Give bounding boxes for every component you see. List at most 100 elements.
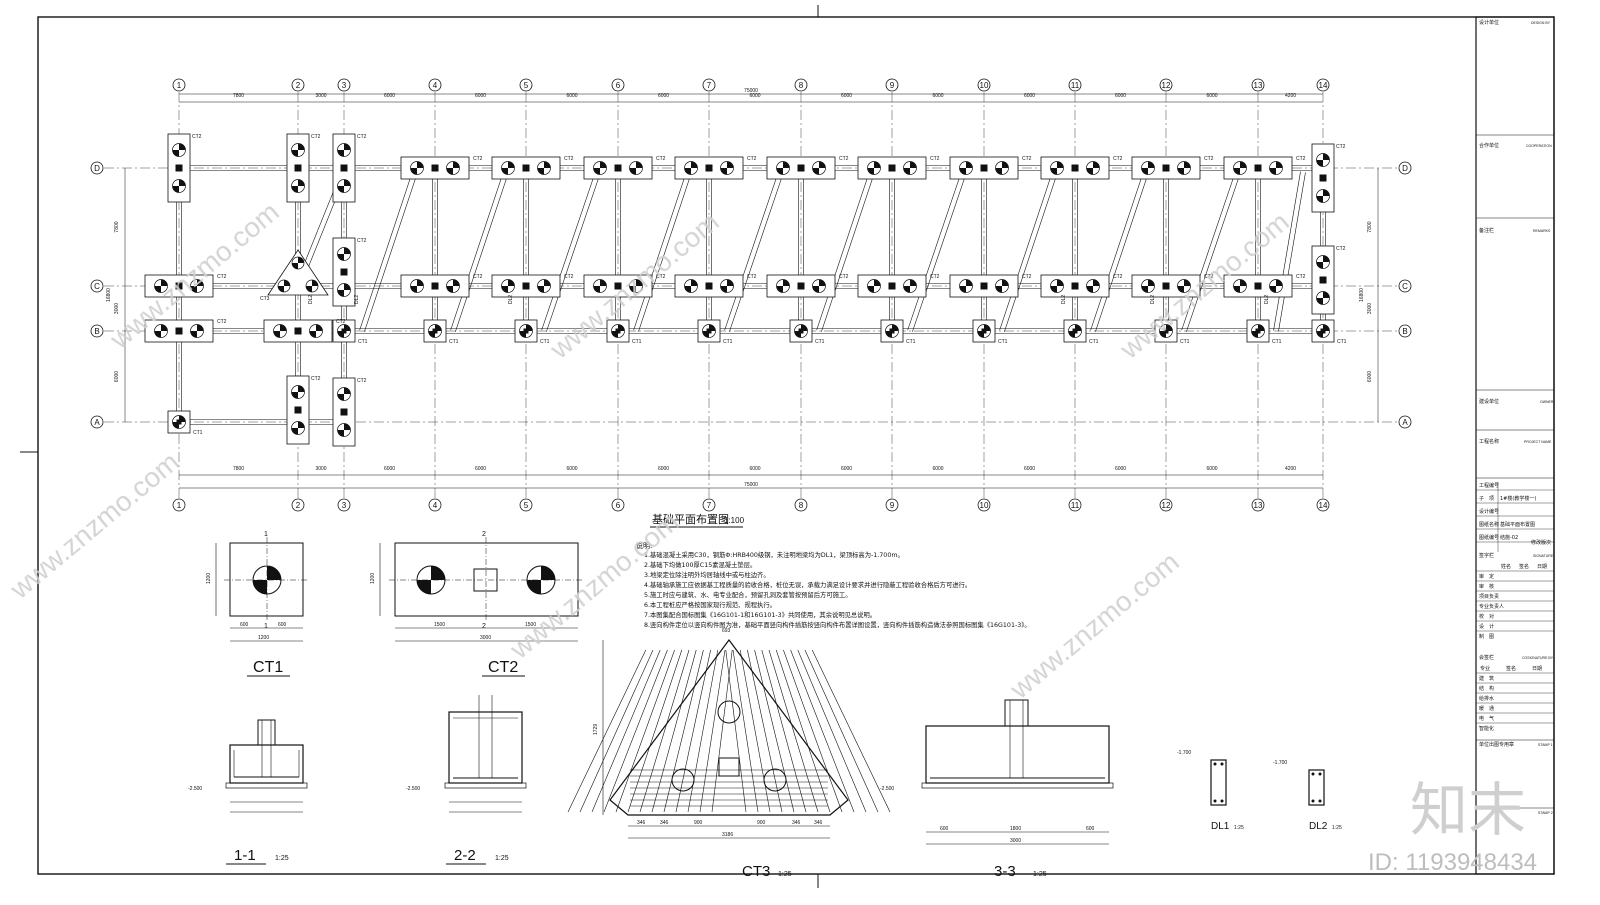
dl2-title: DL2 [1309,821,1328,832]
pile-quadrant [1148,279,1155,286]
tb-cosign-en: COSIGNATURE BY [1522,656,1554,660]
ground-beam-edge [638,172,692,332]
pile-quadrant [410,286,417,293]
axis-bubble [1159,498,1173,512]
tb-cooperation-en: COOPERATION [1526,144,1552,148]
ground-beam-edge [821,172,875,332]
pile-quadrant [344,179,351,186]
pile-quadrant [453,279,460,286]
pile-quadrant [544,161,551,168]
tb-cosign-row: 结 构 [1479,685,1494,692]
ct1-dim-a: 600 [240,622,249,628]
tb-revision: 修改版次 [1531,539,1551,546]
column-stub [1320,328,1326,334]
cap-label-ct2: CT2 [1296,156,1306,162]
ct2-title: CT2 [488,659,518,676]
tb-remarks: 备注栏 [1479,227,1494,234]
dl1-scale: 1:25 [1234,825,1244,831]
cap-label-ct1: CT1 [906,339,916,345]
ct3-dim-b: 346 [660,820,669,826]
axis-label-col: 9 [890,81,895,90]
ct3-dim-c: 900 [694,820,703,826]
tb-cosign-col: 专业 [1480,665,1490,672]
pile-quadrant [344,143,351,150]
cap-label-ct2: CT2 [473,274,483,280]
ground-beam-edge [455,172,509,332]
plan-pile-caps [144,133,1335,447]
pile-quadrant [720,286,727,293]
tb-sign-row: 校 对 [1479,613,1494,620]
pile-quadrant [783,279,790,286]
pile-quadrant [291,150,298,157]
axis-label-col: 1 [177,501,182,510]
pile-quadrant [874,161,881,168]
beam-label-dl2: DL2 [354,295,360,304]
pile-quadrant [273,331,280,338]
column-stub [888,164,896,172]
note-3: 3.地梁定位除注明外均居轴线中或与柱边齐。 [644,570,770,579]
axis-bubble [519,78,533,92]
column-stub [431,282,439,290]
ct3-dim-f: 346 [814,820,823,826]
axis-bubble [977,498,991,512]
dim-bay: 6000 [932,93,943,99]
watermark-id: ID: 1193948434 [1368,849,1537,876]
axis-label-col: 14 [1319,501,1328,510]
dim-bay: 6000 [658,93,669,99]
pile-quadrant [812,168,819,175]
cap-label-ct2: CT2 [357,238,367,244]
pile-quadrant [410,168,417,175]
pile-quadrant [197,279,204,286]
cap-label-ct2: CT2 [656,156,666,162]
tb-sign-row: 设 计 [1479,623,1494,630]
pile-quadrant [278,286,284,292]
axis-label-col: 5 [524,501,529,510]
ct1-cut-top: 1 [264,531,268,538]
cap-label-ct1: CT1 [193,430,203,436]
axis-label-row: D [1402,164,1408,173]
ct3-dim-top: 693 [722,628,731,634]
rebar-line [591,649,661,813]
pile-quadrant [172,150,179,157]
pile-quadrant [179,179,186,186]
pile-quadrant [309,331,316,338]
axis-label-col: 10 [980,501,989,510]
note-2: 2.基础下均做100厚C15素混凝土垫层。 [644,560,756,569]
cap-label-ct2: CT2 [656,274,666,280]
axis-label-row: A [1402,418,1408,427]
column-stub [340,164,348,172]
pile-quadrant [966,161,973,168]
pile-quadrant [1177,286,1184,293]
pile-quadrant [867,286,874,293]
axis-bubble [90,415,104,429]
tb-cosign-row: 暖 通 [1479,705,1494,712]
cap-label-ct2: CT2 [357,378,367,384]
pile-quadrant [337,430,344,437]
s33-dim-c: 600 [1086,826,1095,832]
cap-label-ct2: CT2 [217,274,227,280]
ground-beam-edge [1095,172,1149,332]
dl2-scale: 1:25 [1332,825,1342,831]
cap-label-ct2: CT2 [930,156,940,162]
rebar-line [699,649,726,813]
dl1-section: -1.700 DL1 1:25 [1177,750,1244,832]
axis-label-col: 12 [1162,81,1171,90]
cap-label-ct1: CT1 [449,339,459,345]
pile-quadrant [727,279,734,286]
beam-label-dl2: DL2 [308,295,314,304]
axis-label-row: A [94,418,100,427]
dim-span: 3000 [114,303,120,314]
pile-quadrant [776,286,783,293]
tb-sign-row: 项目负责 [1479,593,1499,600]
pile-quadrant [154,286,161,293]
axis-label-col: 5 [524,81,529,90]
pile-quadrant [446,168,453,175]
pile-quadrant [874,279,881,286]
pile-quadrant [501,286,508,293]
column-stub [889,328,895,334]
s22-title: 2-2 [454,847,476,864]
axis-bubble [519,498,533,512]
cap-label-ct2: CT2 [1204,156,1214,162]
cap-label-ct2: CT2 [1336,144,1346,150]
s11-scale: 1:25 [275,855,289,862]
